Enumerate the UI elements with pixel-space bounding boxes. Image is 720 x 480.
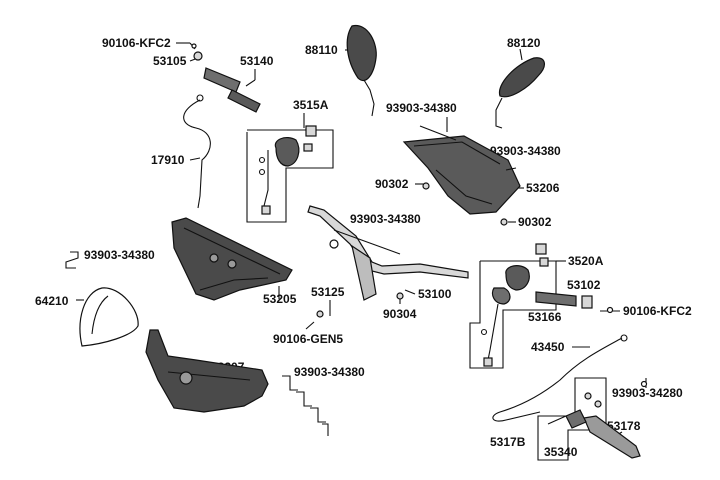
label-90302-b: 90302	[518, 215, 552, 229]
label-90106-kfc2-right: 90106-KFC2	[623, 304, 692, 318]
mirror-right-88120	[495, 57, 545, 129]
right-grip-assembly	[535, 291, 614, 314]
label-53105: 53105	[153, 54, 187, 68]
throttle-grip-assembly	[191, 43, 261, 113]
lower-cover-53207	[145, 329, 269, 413]
windshield-64210	[79, 287, 139, 347]
label-90106-gen5: 90106-GEN5	[273, 332, 343, 346]
label-90106-kfc2-top: 90106-KFC2	[102, 36, 171, 50]
label-53205: 53205	[263, 292, 297, 306]
label-88110: 88110	[305, 43, 338, 57]
label-53166: 53166	[528, 310, 562, 324]
label-3515a: 3515A	[293, 98, 329, 112]
label-88120: 88120	[507, 36, 541, 50]
brake-cable-43450	[492, 334, 628, 422]
label-93903-34380-c: 93903-34380	[350, 212, 421, 226]
label-53206: 53206	[526, 181, 560, 195]
label-17910: 17910	[151, 153, 185, 167]
clips-left	[65, 251, 79, 269]
label-53102: 53102	[567, 278, 601, 292]
label-93903-34280: 93903-34280	[612, 386, 683, 400]
label-53100: 53100	[418, 287, 452, 301]
label-53125: 53125	[311, 285, 345, 299]
label-43450: 43450	[531, 340, 565, 354]
mirror-left-88110	[346, 25, 377, 117]
part-labels: 90106-KFC2 53105 53140 88110 88120 17910…	[35, 36, 692, 459]
right-switch-3520a	[480, 243, 549, 367]
label-5317b: 5317B	[490, 435, 526, 449]
throttle-cable-17910	[183, 94, 211, 209]
label-53178: 53178	[607, 419, 641, 433]
label-93903-34380-b: 93903-34380	[490, 144, 561, 158]
label-93903-34380-e: 93903-34380	[294, 365, 365, 379]
label-64210: 64210	[35, 294, 69, 308]
label-93903-34380-a: 93903-34380	[386, 101, 457, 115]
clips-bottom	[282, 375, 329, 436]
label-90302-a: 90302	[375, 177, 409, 191]
label-53140: 53140	[240, 54, 274, 68]
label-3520a: 3520A	[568, 254, 604, 268]
leader-lines	[76, 42, 647, 439]
handlebar-53100	[307, 205, 469, 318]
left-switch-3515a	[258, 125, 317, 215]
brake-lever-assembly	[547, 380, 648, 459]
label-93903-34380-d: 93903-34380	[84, 248, 155, 262]
handle-cover-53205	[171, 217, 293, 301]
label-35340: 35340	[544, 445, 578, 459]
front-cover-53206	[402, 125, 521, 226]
label-90304: 90304	[383, 307, 417, 321]
